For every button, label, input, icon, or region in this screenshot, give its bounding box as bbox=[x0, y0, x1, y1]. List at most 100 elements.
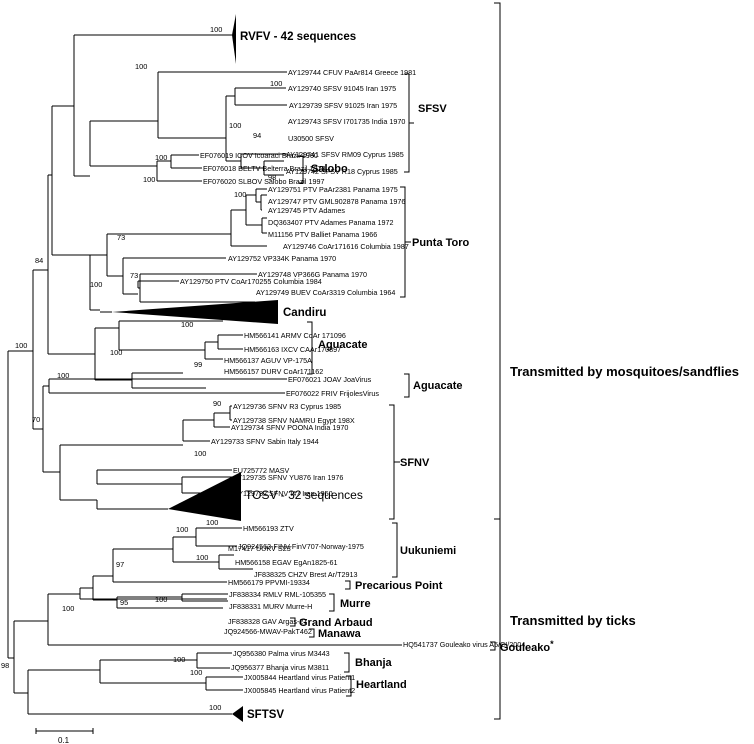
tip-label: JX005844 Heartland virus Patient1 bbox=[244, 673, 355, 682]
bracket-ticks bbox=[494, 518, 501, 720]
bracket-grand-arbaud bbox=[290, 617, 296, 627]
tip-label: U30500 SFSV bbox=[288, 134, 334, 143]
bootstrap-value: 100 bbox=[57, 371, 69, 380]
group-label-aguacate-2: Aguacate bbox=[413, 380, 463, 392]
tip-label: AY129740 SFSV 91045 Iran 1975 bbox=[288, 84, 396, 93]
group-label-sfnv: SFNV bbox=[400, 457, 430, 469]
bracket-gouleako bbox=[490, 641, 496, 651]
group-label-heartland: Heartland bbox=[356, 679, 407, 691]
tip-label: AY129739 SFSV 91025 Iran 1975 bbox=[289, 101, 397, 110]
group-label-gouleako: Gouleako* bbox=[500, 639, 554, 654]
bootstrap-value: 100 bbox=[143, 175, 155, 184]
bracket-aguacate-1 bbox=[307, 321, 313, 375]
bracket-precarious-point bbox=[345, 580, 351, 590]
bootstrap-value: 100 bbox=[206, 518, 218, 527]
tip-label: AY129732 SFNV I47 Iran 1950 bbox=[234, 489, 333, 498]
tip-label: AY129733 SFNV Sabin Italy 1944 bbox=[211, 437, 319, 446]
bootstrap-value: 100 bbox=[15, 341, 27, 350]
tip-label: AY129751 PTV PaAr2381 Panama 1975 bbox=[268, 185, 398, 194]
vector-label-ticks: Transmitted by ticks bbox=[510, 613, 636, 628]
group-labels: SFSV Salobo Punta Toro Aguacate Aguacate… bbox=[299, 103, 554, 691]
tip-label: JQ924566-MWAV-PakT462 bbox=[224, 627, 312, 636]
tip-label: HM566193 ZTV bbox=[243, 524, 294, 533]
tip-label: AY129745 PTV Adames bbox=[268, 206, 345, 215]
bootstrap-value: 98 bbox=[1, 661, 9, 670]
clade-triangle-sftsv bbox=[232, 706, 243, 722]
tip-label: JF838331 MURV Murre-H bbox=[229, 602, 312, 611]
bootstrap-value: 73 bbox=[130, 271, 138, 280]
bootstrap-value: 70 bbox=[32, 415, 40, 424]
group-label-precarious-point: Precarious Point bbox=[355, 580, 443, 592]
bootstrap-value: 90 bbox=[213, 399, 221, 408]
bootstrap-value: 73 bbox=[117, 233, 125, 242]
bracket-manawa bbox=[309, 628, 315, 638]
bracket-heartland bbox=[346, 675, 352, 697]
tip-label: EF076019 ICOV Icoaraci Brazil 1960 bbox=[200, 151, 318, 160]
clade-triangle-candiru bbox=[112, 300, 278, 324]
bootstrap-value: 100 bbox=[155, 595, 167, 604]
bootstrap-values: 100 100 100 100 94 98 100 100 100 73 73 … bbox=[1, 25, 282, 712]
bootstrap-value: 97 bbox=[116, 560, 124, 569]
group-label-sfsv: SFSV bbox=[418, 103, 447, 115]
bootstrap-value: 100 bbox=[210, 25, 222, 34]
bootstrap-value: 100 bbox=[173, 655, 185, 664]
tip-label: JF838328 GAV Argas-27 bbox=[228, 617, 307, 626]
vector-label-mosquitoes-sandflies: Transmitted by mosquitoes/sandflies bbox=[510, 364, 739, 379]
collapsed-clades bbox=[112, 14, 278, 722]
tip-label: AY129736 SFNV R3 Cyprus 1985 bbox=[233, 402, 341, 411]
bracket-murre bbox=[329, 593, 335, 612]
group-label-uukuniemi: Uukuniemi bbox=[400, 545, 456, 557]
tip-label: AY129752 VP334K Panama 1970 bbox=[228, 254, 336, 263]
bootstrap-value: 100 bbox=[209, 703, 221, 712]
bootstrap-value: 100 bbox=[90, 280, 102, 289]
tip-label: HM566163 IXCV CAAr170897 bbox=[244, 345, 341, 354]
bracket-sfnv bbox=[389, 404, 400, 520]
tip-label: EF076020 SLBOV Salobo Brazil 1997 bbox=[203, 177, 324, 186]
tip-label: AY129734 SFNV POONA India 1970 bbox=[231, 423, 348, 432]
bootstrap-value: 100 bbox=[270, 79, 282, 88]
tip-label: AY129746 CoAr171616 Columbia 1987 bbox=[283, 242, 409, 251]
tip-label: JF838334 RMLV RML-105355 bbox=[229, 590, 326, 599]
bracket-bhanja bbox=[344, 652, 350, 673]
tip-label: AY129738 SFNV NAMRU Egypt 198X bbox=[233, 416, 355, 425]
tip-label: EU725772 MASV bbox=[233, 466, 290, 475]
gouleako-asterisk: * bbox=[550, 639, 554, 649]
bootstrap-value: 99 bbox=[194, 360, 202, 369]
bracket-mosquitoes-sandflies bbox=[494, 2, 501, 520]
tip-label: AY129743 SFSV I701735 India 1970 bbox=[288, 117, 405, 126]
tip-label: JQ956380 Palma virus M3443 bbox=[233, 649, 330, 658]
bootstrap-value: 98 bbox=[268, 173, 276, 182]
tip-label: AY129742 SFSV R18 Cyprus 1985 bbox=[286, 167, 398, 176]
bracket-sfsv bbox=[404, 73, 414, 173]
bootstrap-value: 100 bbox=[196, 553, 208, 562]
bootstrap-value: 100 bbox=[190, 668, 202, 677]
bootstrap-value: 100 bbox=[229, 121, 241, 130]
bootstrap-value: 95 bbox=[120, 598, 128, 607]
scale-bar: 0.1 bbox=[35, 728, 94, 744]
bootstrap-value: 100 bbox=[194, 449, 206, 458]
group-label-grand-arbaud: Grand Arbaud bbox=[299, 617, 373, 629]
clade-label-rvfv: RVFV - 42 sequences bbox=[240, 31, 356, 43]
tip-label: JQ924563-FINV-FinV707-Norway-1975 bbox=[238, 542, 364, 551]
tip-label: M17417 UUKV S23 bbox=[228, 544, 291, 553]
bootstrap-value: 100 bbox=[178, 501, 190, 510]
tip-labels: AY129744 CFUV PaAr814 Greece 1981 AY1297… bbox=[180, 68, 525, 695]
tip-label: HM566141 ARMV CoAr 171096 bbox=[244, 331, 346, 340]
tip-label: HM566158 EGAV EgAn1825-61 bbox=[235, 558, 338, 567]
bracket-aguacate-2 bbox=[404, 373, 410, 398]
tip-label: AY129747 PTV GML902878 Panama 1976 bbox=[268, 197, 405, 206]
tip-label: HM566157 DURV CoAr171162 bbox=[224, 367, 323, 376]
scale-bar-label: 0.1 bbox=[58, 736, 70, 744]
clade-label-sftsv: SFTSV bbox=[247, 709, 284, 721]
tip-label: AY129749 BUEV CoAr3319 Columbia 1964 bbox=[256, 288, 395, 297]
tip-label: AY129744 CFUV PaAr814 Greece 1981 bbox=[288, 68, 416, 77]
group-brackets bbox=[290, 2, 501, 720]
tip-label: HQ541737 Gouleako virus A5/CI/2004 bbox=[403, 640, 525, 649]
bootstrap-value: 84 bbox=[35, 256, 43, 265]
tip-label: JX005845 Heartland virus Patient2 bbox=[244, 686, 355, 695]
clade-triangle-rvfv bbox=[232, 14, 236, 64]
tip-label: M11156 PTV Balliet Panama 1966 bbox=[268, 230, 377, 239]
tip-label: JF838325 CHZV Brest Ar/T2913 bbox=[254, 570, 357, 579]
tip-label: JQ956377 Bhanja virus M3811 bbox=[231, 663, 329, 672]
